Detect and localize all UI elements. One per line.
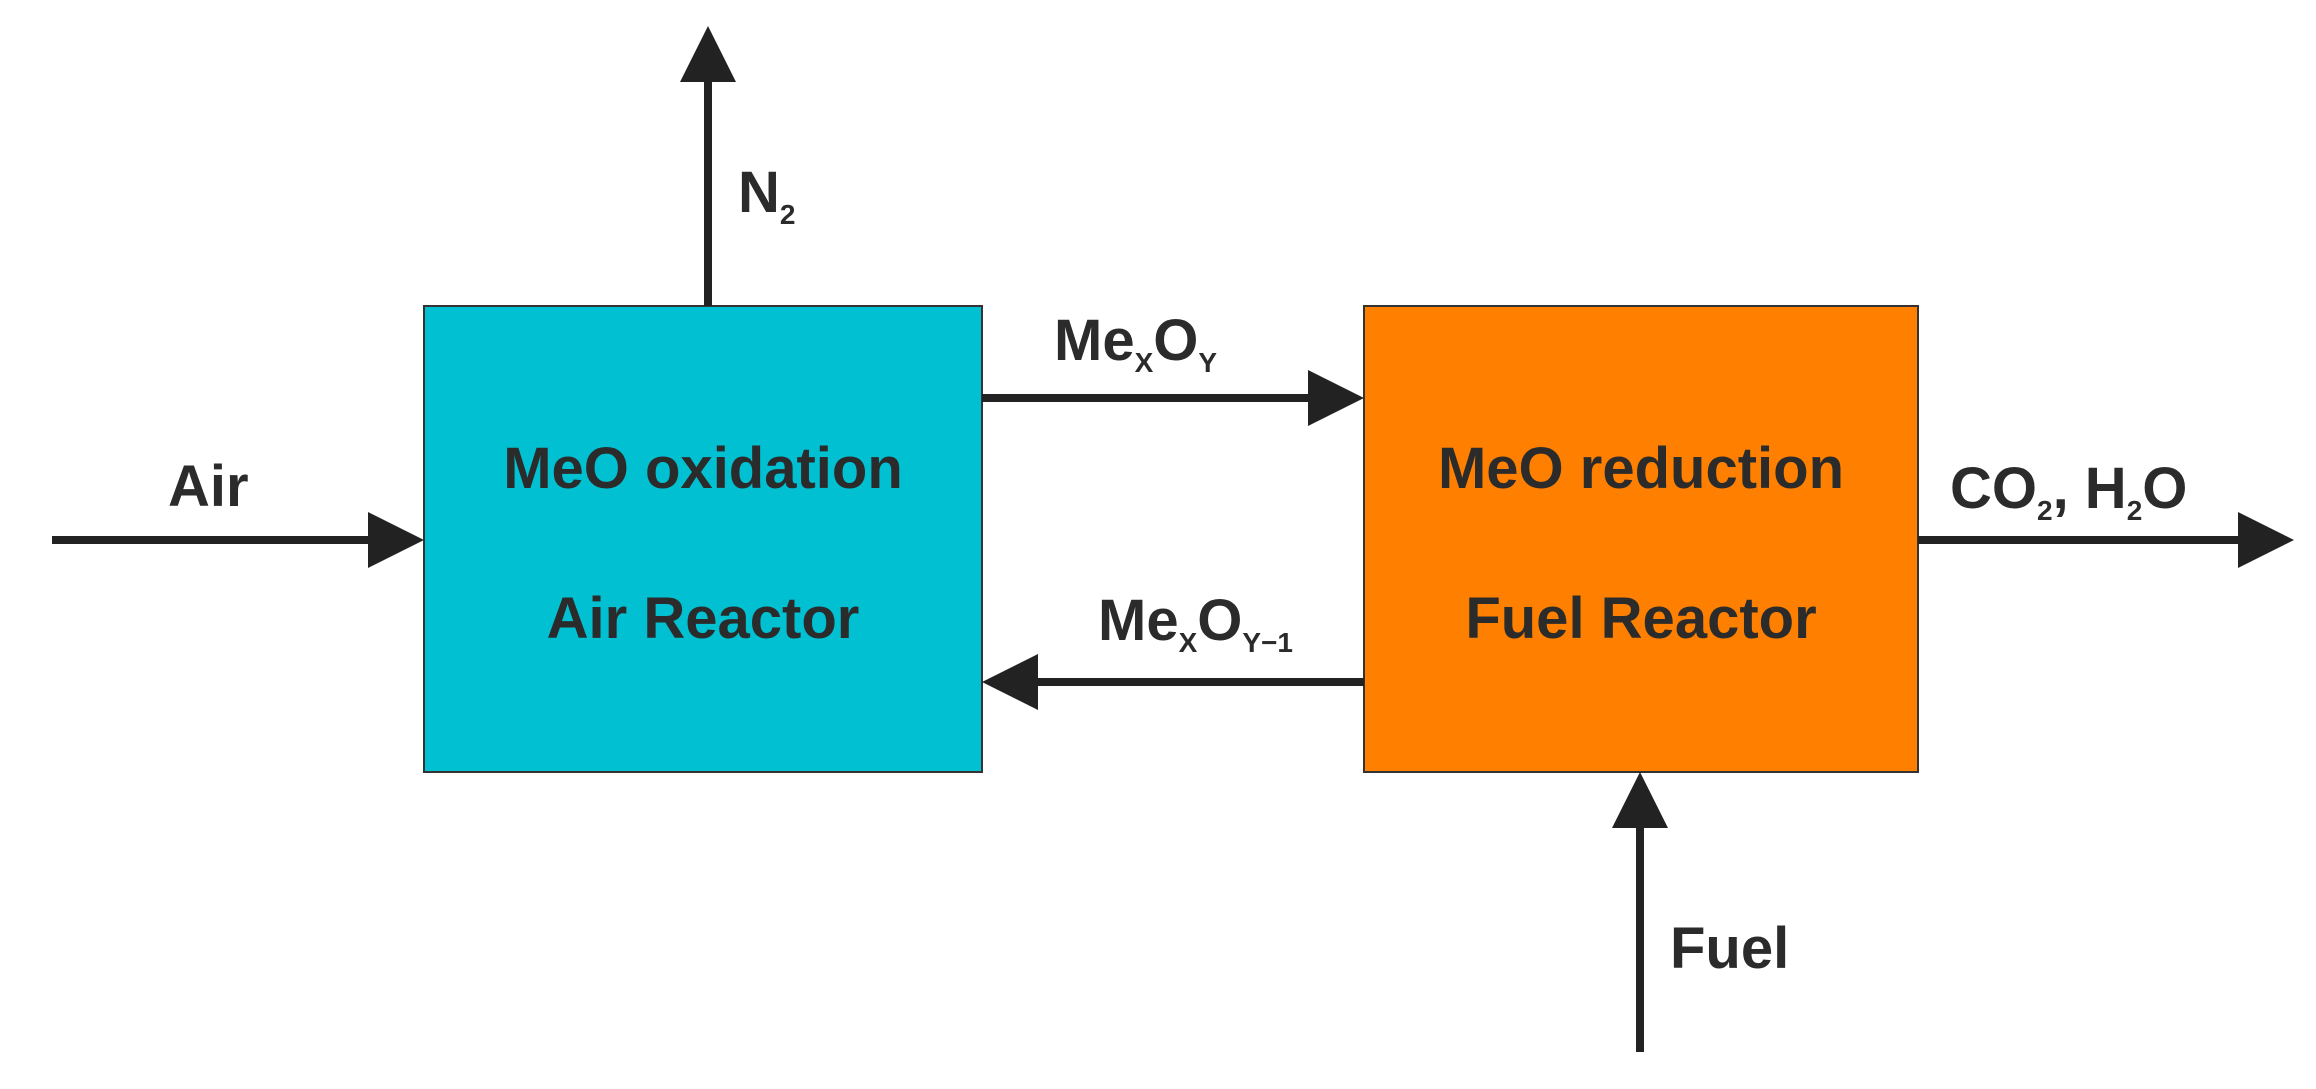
fuel-reactor-line2: Fuel Reactor [1465, 586, 1816, 651]
fuel-reactor-line1: MeO reduction [1438, 436, 1844, 501]
fuel-reactor-box [1363, 305, 1919, 773]
oxidized-carrier-label: MeXOY [1054, 308, 1217, 378]
n2-label: N2 [738, 160, 795, 230]
oxidized-carrier-arrow [982, 370, 1364, 426]
air-reactor-line2: Air Reactor [547, 586, 860, 651]
reduced-carrier-label: MeXOY−1 [1098, 588, 1293, 658]
air-reactor-line1: MeO oxidation [503, 436, 903, 501]
n2-outlet-arrow [680, 26, 736, 306]
air-label: Air [168, 454, 249, 519]
fuel-label: Fuel [1670, 916, 1789, 981]
air-reactor-box [423, 305, 983, 773]
products-outlet-arrow [1918, 512, 2294, 568]
air-inlet-arrow [52, 512, 424, 568]
products-label: CO2, H2O [1950, 456, 2187, 526]
fuel-inlet-arrow [1612, 772, 1668, 1052]
reduced-carrier-arrow [982, 654, 1364, 710]
